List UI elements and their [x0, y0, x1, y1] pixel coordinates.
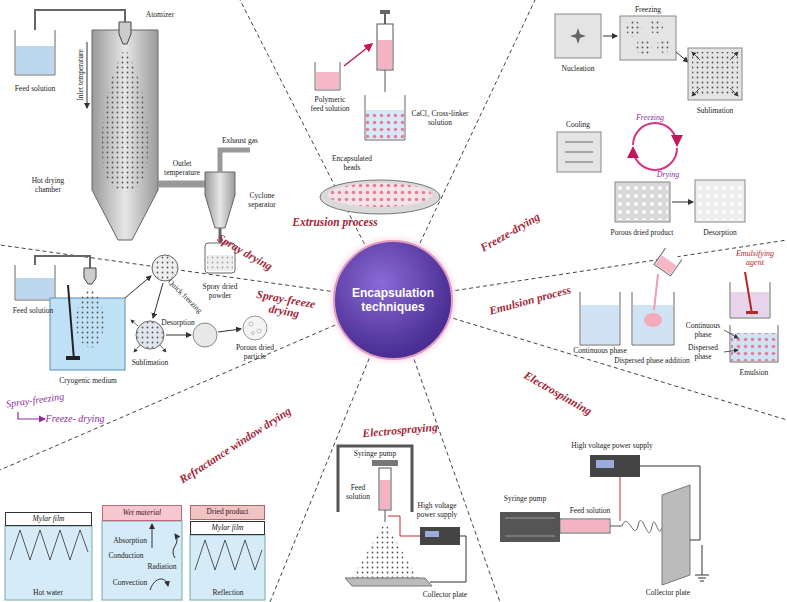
- part-label: Emulsifying agent: [733, 249, 778, 267]
- part-label: Hot drying chamber: [28, 176, 68, 194]
- part-label: Spray dried powder: [198, 282, 243, 300]
- part-label: Nucleation: [562, 64, 595, 73]
- section-title: Extrusion process: [292, 216, 377, 228]
- part-label: Quick freezing: [166, 277, 204, 315]
- part-label: Inlet temperature: [76, 49, 85, 100]
- part-label: Absorption: [113, 536, 147, 545]
- part-label: Desorption: [161, 318, 194, 327]
- part-label: Feed solution: [570, 506, 611, 515]
- part-label: Cryogenic medium: [59, 376, 117, 385]
- part-label: Porous dried particle: [230, 343, 280, 361]
- part-label: CaCl₂ Cross-linker solution: [405, 109, 475, 127]
- part-label: Outlet temperature: [161, 159, 203, 177]
- central-circle: Encapsulation techniques: [333, 240, 454, 361]
- part-label: Polymeric feed solution: [308, 95, 353, 113]
- section-title: Refractance window drying: [177, 404, 293, 485]
- part-label: Continuous phase: [685, 321, 721, 339]
- part-label: High voltage power supply: [571, 441, 652, 450]
- part-label: High voltage power supply: [415, 501, 459, 519]
- part-label: Cooling: [566, 120, 590, 129]
- node-text: Wet material: [123, 509, 161, 517]
- part-label: Syringe pump: [354, 449, 396, 458]
- film-band: Mylar film: [190, 521, 265, 535]
- part-label: Desorption: [703, 228, 736, 237]
- part-label: Feed solution: [15, 84, 56, 93]
- part-label: Sublimation: [132, 358, 169, 367]
- node-text: Mylar film: [212, 524, 244, 532]
- part-label: Atomizer: [146, 10, 174, 19]
- part-label: Feed solution: [342, 483, 374, 501]
- material-band: Wet material: [102, 505, 182, 521]
- part-label: Freezing: [636, 113, 664, 122]
- part-label: Sublimation: [697, 106, 734, 115]
- part-label: Porous dried product: [611, 228, 674, 237]
- section-title: Electrospraying: [362, 421, 438, 440]
- node-text: Dried product: [207, 508, 249, 516]
- part-label: Emulsion: [740, 368, 769, 377]
- part-label: Cyclone separator: [242, 191, 282, 209]
- part-label: Syringe pump: [504, 494, 546, 503]
- part-label: Freezing: [635, 5, 661, 14]
- part-label: Hot water: [33, 588, 63, 597]
- part-label: Spray-freezing: [5, 390, 64, 409]
- part-label: Conduction: [109, 551, 144, 560]
- node-text: Mylar film: [33, 515, 65, 523]
- part-label: Drying: [657, 170, 680, 179]
- film-band: Mylar film: [5, 512, 92, 526]
- part-label: Encapsulated beads: [330, 154, 375, 172]
- node-text: Encapsulation techniques: [345, 286, 442, 315]
- section-title: Emulsion process: [488, 283, 572, 316]
- product-band: Dried product: [190, 505, 265, 520]
- part-label: Collector plate: [646, 588, 690, 597]
- part-label: Convection: [113, 578, 148, 587]
- part-label: Exhaust gas: [222, 136, 258, 145]
- part-label: Dispersed phase addition: [614, 356, 689, 365]
- part-label: Dispersed phase: [685, 343, 721, 361]
- part-label: Feed solution: [13, 306, 54, 315]
- part-label: Continuous phase: [573, 346, 627, 355]
- part-label: Radiation: [147, 562, 176, 571]
- part-label: Reflection: [212, 588, 243, 597]
- section-title: Freeze-drying: [478, 210, 542, 254]
- part-label: Freeze- drying: [46, 413, 105, 424]
- section-title: Electrospinning: [522, 369, 594, 417]
- part-label: Collector plate: [423, 590, 467, 599]
